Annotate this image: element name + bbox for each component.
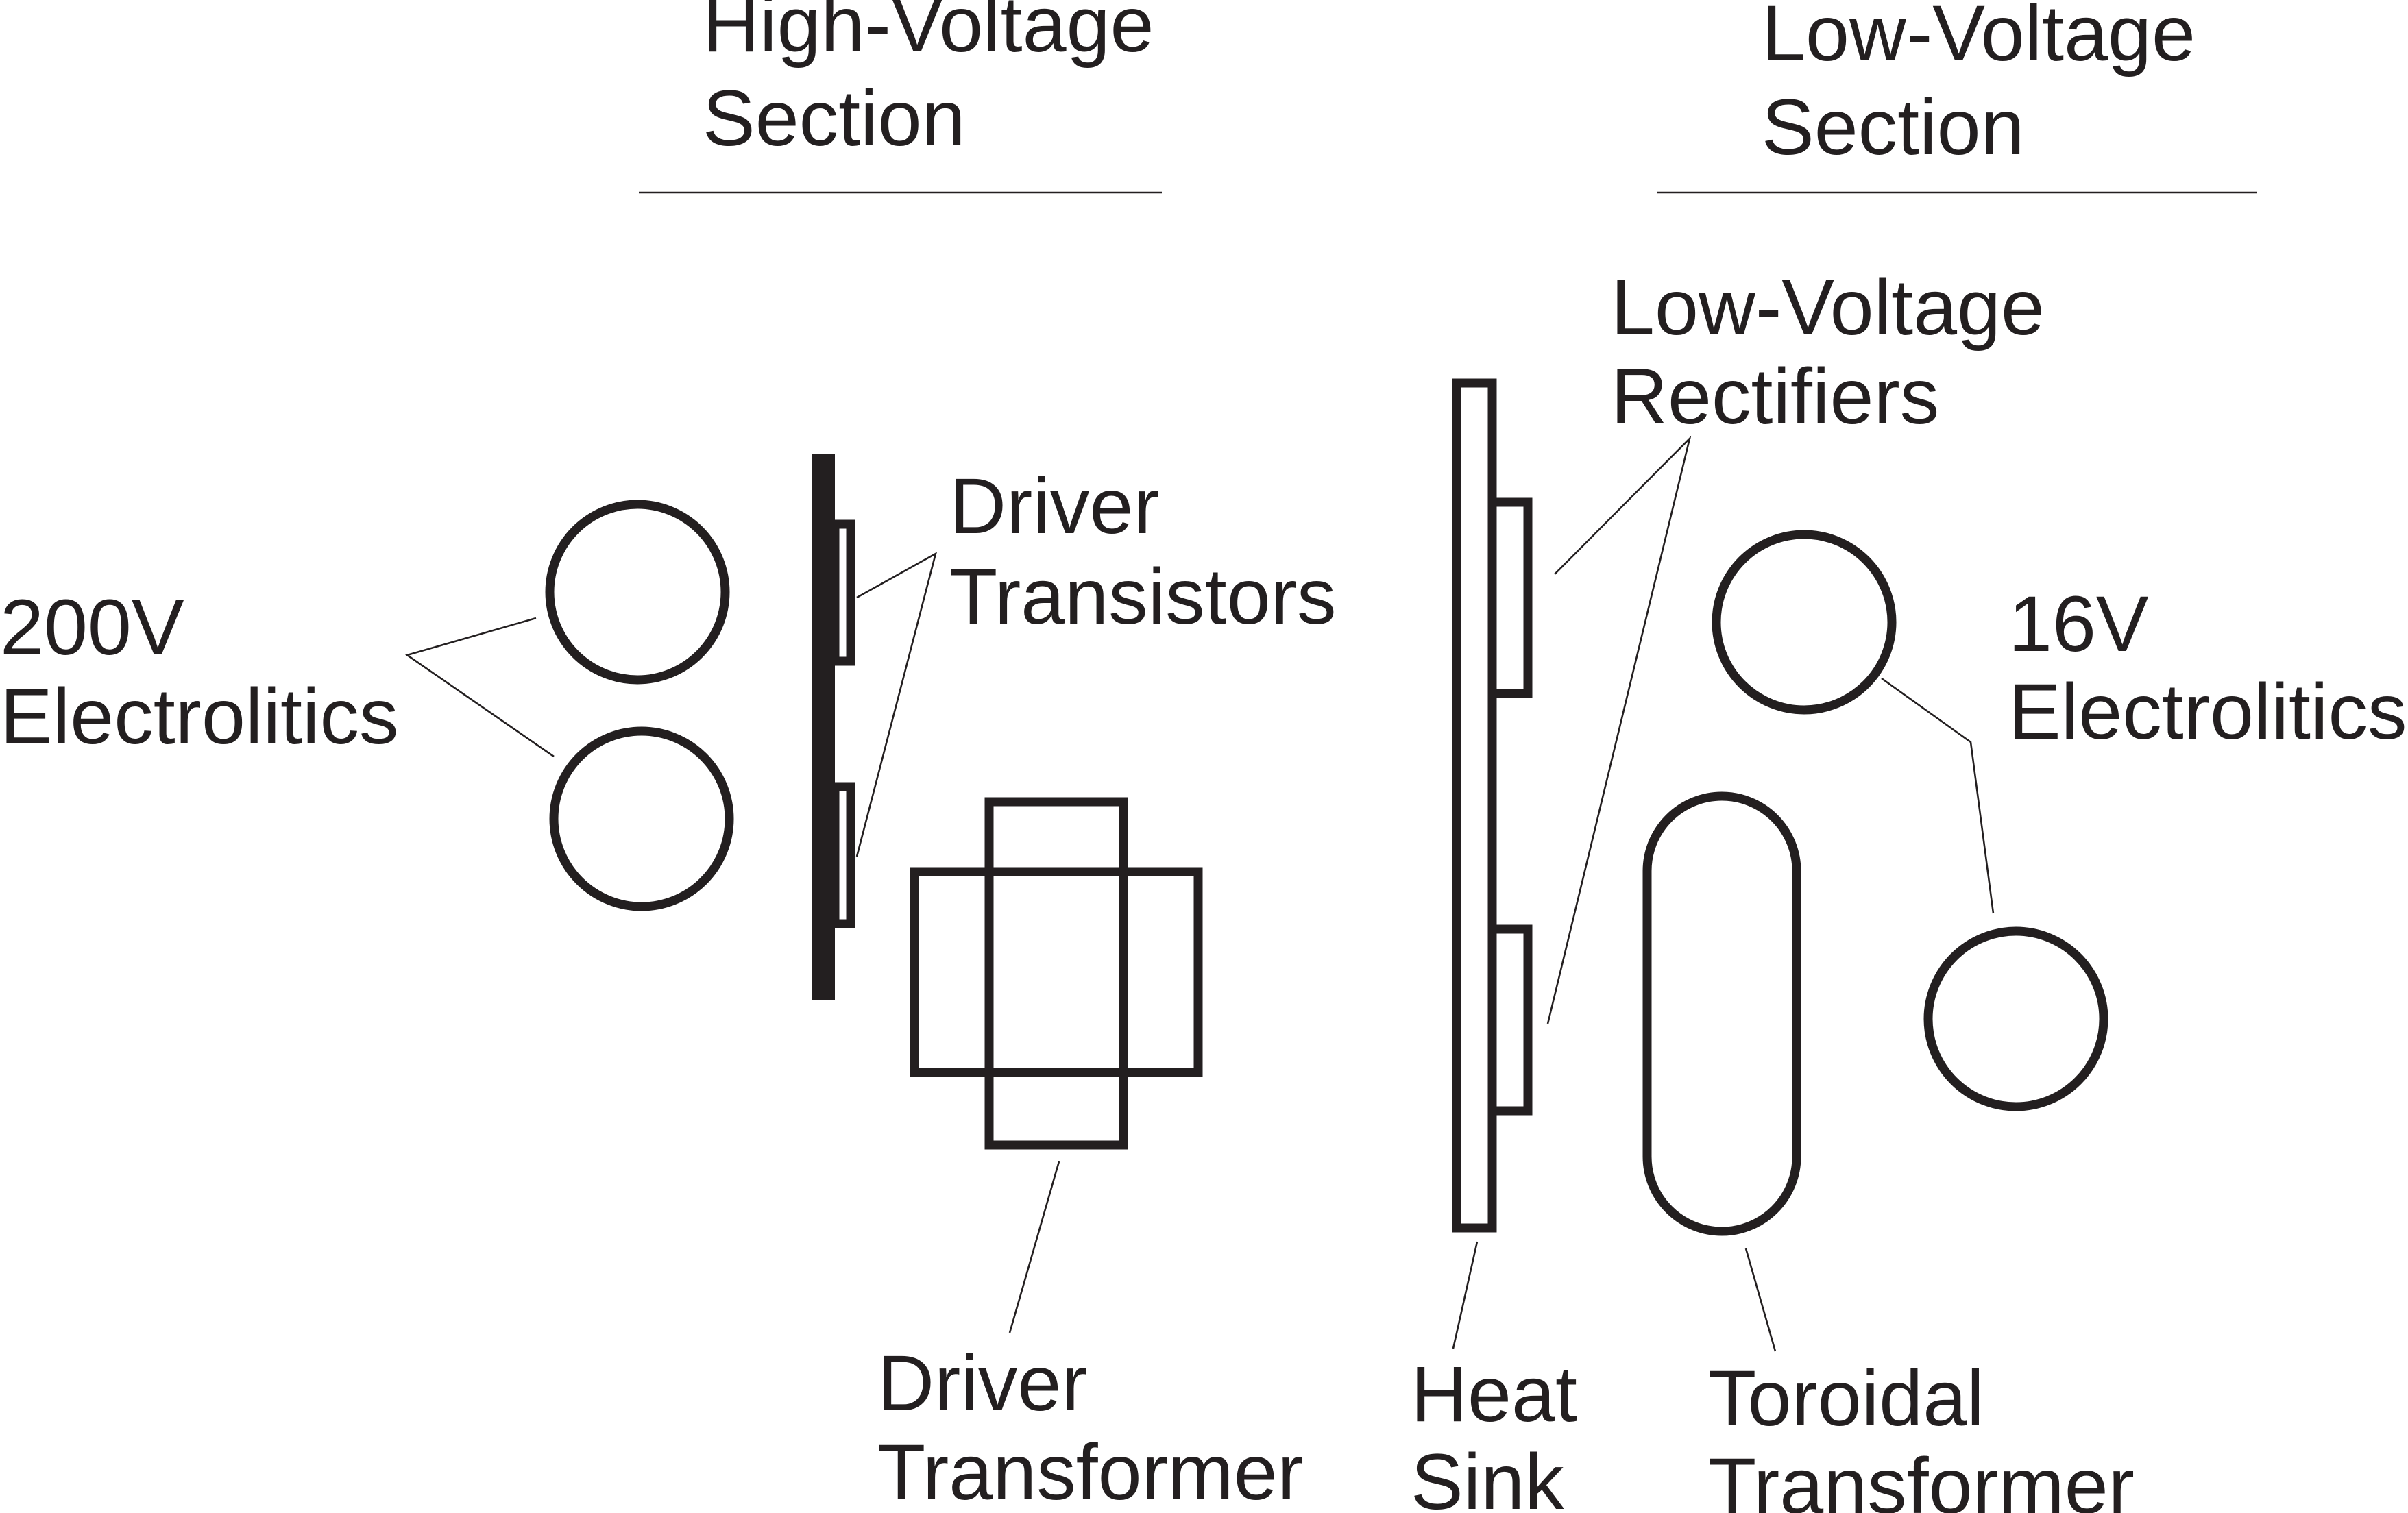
- low-voltage-rectifier-lower: [1487, 924, 1533, 1116]
- driver-transistor-lower: [830, 782, 855, 928]
- driver-transistor-upper: [830, 519, 855, 666]
- driver-transistors-label: Driver Transistors: [949, 463, 1336, 641]
- low-voltage-rectifiers-label: Low-Voltage Rectifiers: [1611, 264, 2045, 441]
- electrolitics-200v-line1: 200V: [0, 584, 184, 672]
- toroidal-transformer-line2: Transformer: [1708, 1442, 2135, 1513]
- electrolitics-16v-line1: 16V: [2008, 580, 2149, 668]
- heat-sink-leader: [1452, 1241, 1479, 1349]
- toroidal-transformer-leader: [1744, 1248, 1777, 1352]
- driver-transistors-line2: Transistors: [949, 553, 1336, 641]
- heat-sink-line1: Heat: [1411, 1351, 1577, 1438]
- driver-transformer-leader: [1008, 1161, 1060, 1333]
- electrolitics-200v-line2: Electrolitics: [0, 673, 399, 761]
- low-voltage-rectifier-upper: [1487, 497, 1533, 698]
- driver-transformer-line1: Driver: [877, 1340, 1088, 1427]
- electrolitics-200v-leader: [405, 617, 555, 758]
- driver-transformer-line2: Transformer: [877, 1429, 1304, 1513]
- driver-transformer-winding: [910, 867, 1203, 1077]
- heat-sink-line2: Sink: [1411, 1438, 1564, 1513]
- driver-transformer-core: [984, 797, 1128, 1150]
- electrolytic-capacitor-200v-upper: [545, 500, 730, 685]
- low-voltage-section-heading: Low-Voltage Section: [1657, 0, 2257, 194]
- heat-sink-label: Heat Sink: [1411, 1351, 1577, 1513]
- electrolitics-16v-line2: Electrolitics: [2008, 668, 2407, 756]
- high-voltage-heading-line1: High-Voltage: [703, 0, 1154, 69]
- high-voltage-section-heading: High-Voltage Section: [639, 0, 1162, 194]
- heat-sink: [1452, 378, 1497, 1233]
- toroidal-transformer-line1: Toroidal: [1708, 1355, 1984, 1442]
- electrolitics-16v-label: 16V Electrolitics: [2008, 580, 2407, 756]
- low-voltage-rectifiers-line1: Low-Voltage: [1611, 264, 2045, 352]
- electrolitics-200v-label: 200V Electrolitics: [0, 584, 399, 761]
- electrolytic-capacitor-16v-upper: [1712, 530, 1897, 715]
- low-voltage-rectifiers-line2: Rectifiers: [1611, 353, 1939, 441]
- driver-transistors-leader: [855, 552, 938, 857]
- electrolytic-capacitor-16v-lower: [1923, 926, 2108, 1111]
- electrolitics-16v-leader: [1881, 677, 1995, 914]
- toroidal-transformer: [1642, 791, 1801, 1236]
- electrolytic-capacitor-200v-lower: [549, 726, 734, 911]
- low-voltage-heading-line1: Low-Voltage: [1762, 0, 2196, 77]
- high-voltage-heading-line2: Section: [703, 75, 966, 162]
- driver-transformer-label: Driver Transformer: [877, 1340, 1304, 1513]
- toroidal-transformer-label: Toroidal Transformer: [1708, 1355, 2135, 1513]
- driver-transistors-line1: Driver: [949, 463, 1160, 550]
- low-voltage-heading-line2: Section: [1762, 84, 2025, 171]
- low-voltage-rectifiers-leader: [1546, 435, 1692, 1024]
